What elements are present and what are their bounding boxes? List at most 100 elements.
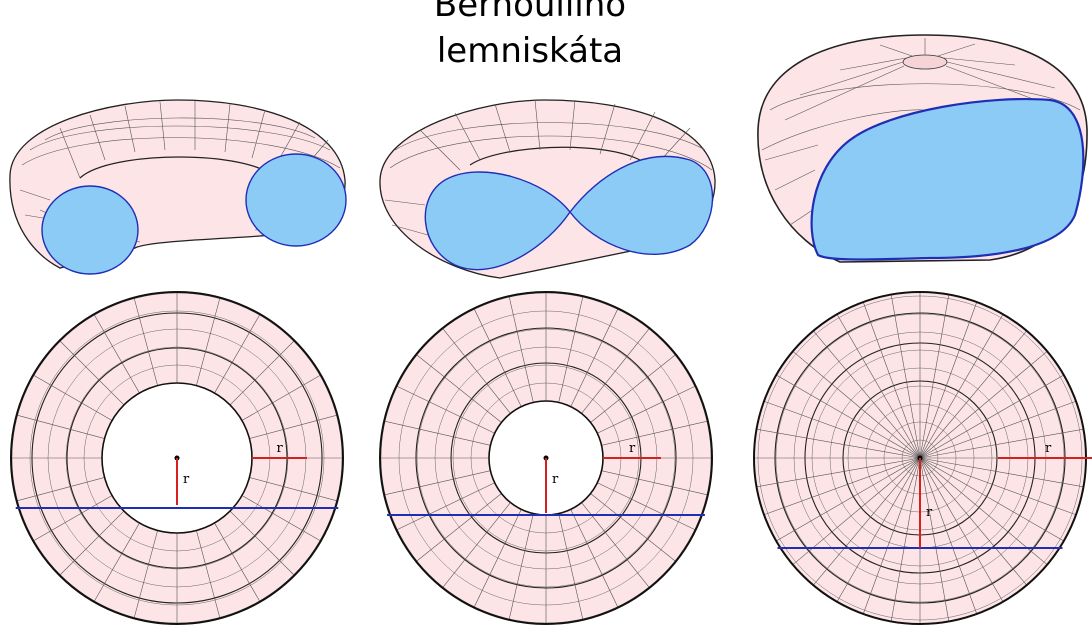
grid-spoke bbox=[919, 457, 1084, 488]
grid-spoke bbox=[776, 374, 921, 459]
cross-section-left bbox=[41, 185, 139, 275]
radius-label-vertical: r bbox=[926, 505, 933, 520]
torus-hole-rim bbox=[469, 146, 641, 166]
grid-spoke bbox=[601, 420, 708, 446]
grid-spoke bbox=[33, 374, 113, 421]
grid-spoke bbox=[59, 340, 125, 406]
grid-spoke bbox=[590, 493, 676, 562]
grid-spoke bbox=[862, 301, 921, 459]
grid-spoke bbox=[558, 513, 584, 620]
title-line-2: lemniskáta bbox=[436, 31, 624, 71]
grid-spoke bbox=[508, 296, 534, 403]
grid-spoke bbox=[16, 414, 105, 439]
grid-spoke bbox=[813, 457, 921, 586]
grid-spoke bbox=[93, 314, 140, 394]
radius-label-horizontal: r bbox=[629, 441, 636, 456]
grid-spoke bbox=[473, 509, 522, 608]
grid-spoke bbox=[919, 457, 1048, 565]
grid-spoke bbox=[214, 522, 261, 602]
grid-spoke bbox=[93, 522, 140, 602]
grid-spoke bbox=[919, 428, 1084, 459]
grid-spoke bbox=[890, 457, 921, 622]
diagram-title: Bernoulliho lemniskáta bbox=[390, 0, 670, 74]
radius-label-vertical: r bbox=[183, 472, 190, 487]
grid-spoke bbox=[249, 414, 338, 439]
grid-spoke bbox=[919, 314, 1004, 459]
torus-grid bbox=[761, 38, 1081, 226]
outer-rim bbox=[379, 291, 713, 625]
grid-spoke bbox=[581, 502, 650, 588]
title-line-1: Bernoulliho bbox=[433, 0, 627, 25]
grid-spoke bbox=[442, 328, 511, 414]
radius-label-horizontal: r bbox=[277, 441, 284, 456]
grid-spoke bbox=[763, 457, 921, 516]
radius-label-horizontal: r bbox=[1045, 441, 1052, 456]
grid-spoke bbox=[442, 502, 511, 588]
grid-spoke bbox=[241, 495, 321, 542]
grid-spoke bbox=[229, 340, 295, 406]
grid-spoke bbox=[919, 351, 1048, 459]
grid-spoke bbox=[919, 457, 1027, 586]
grid-spoke bbox=[919, 457, 978, 615]
grid-spoke bbox=[214, 314, 261, 394]
grid-spoke bbox=[133, 530, 158, 619]
grid-spoke bbox=[919, 374, 1064, 459]
grid-spoke bbox=[396, 482, 495, 531]
spindle-dimple bbox=[902, 54, 948, 70]
grid-spoke bbox=[581, 328, 650, 414]
grid-spoke bbox=[597, 482, 696, 531]
grid-spoke bbox=[558, 296, 584, 403]
grid-spoke bbox=[836, 457, 921, 602]
grid-spoke bbox=[756, 428, 921, 459]
radius-label-vertical: r bbox=[552, 472, 559, 487]
grid-spoke bbox=[196, 530, 221, 619]
grid-spoke bbox=[570, 509, 619, 608]
grid-spoke bbox=[776, 457, 921, 542]
torus-3d-ring bbox=[9, 99, 347, 275]
grid-spoke bbox=[33, 495, 113, 542]
grid-spoke bbox=[384, 420, 491, 446]
outer-rim bbox=[10, 291, 344, 625]
grid-spoke bbox=[570, 308, 619, 407]
grid-spoke bbox=[473, 308, 522, 407]
spindle-section bbox=[810, 97, 1085, 261]
grid-spoke bbox=[59, 510, 125, 576]
grid-spoke bbox=[601, 470, 708, 496]
grid-spoke bbox=[836, 314, 921, 459]
grid-spoke bbox=[241, 374, 321, 421]
grid-spoke bbox=[590, 354, 676, 423]
grid-spoke bbox=[890, 294, 921, 459]
torus-3d-spindle bbox=[757, 34, 1088, 263]
grid-spoke bbox=[16, 477, 105, 502]
torus-3d-horn bbox=[379, 99, 716, 279]
grid-spoke bbox=[792, 351, 921, 459]
grid-spoke bbox=[919, 301, 978, 459]
grid-spoke bbox=[763, 400, 921, 459]
cross-section-right bbox=[245, 153, 347, 247]
grid-spoke bbox=[919, 457, 1077, 516]
lemniscate-section bbox=[424, 155, 714, 271]
grid-spoke bbox=[508, 513, 534, 620]
grid-spoke bbox=[416, 493, 502, 562]
grid-spoke bbox=[919, 330, 1027, 459]
grid-spoke bbox=[416, 354, 502, 423]
grid-spoke bbox=[756, 457, 921, 488]
grid-spoke bbox=[919, 457, 1004, 602]
grid-spoke bbox=[133, 297, 158, 386]
top-view-spindle-torus: rr bbox=[753, 291, 1092, 625]
grid-spoke bbox=[862, 457, 921, 615]
grid-spoke bbox=[597, 385, 696, 434]
grid-spoke bbox=[919, 294, 950, 459]
grid-spoke bbox=[792, 457, 921, 565]
grid-spoke bbox=[919, 457, 1064, 542]
grid-spoke bbox=[196, 297, 221, 386]
grid-spoke bbox=[229, 510, 295, 576]
grid-spoke bbox=[384, 470, 491, 496]
grid-spoke bbox=[249, 477, 338, 502]
grid-spoke bbox=[396, 385, 495, 434]
grid-spoke bbox=[813, 330, 921, 459]
top-view-ring-torus: rr bbox=[10, 291, 344, 625]
